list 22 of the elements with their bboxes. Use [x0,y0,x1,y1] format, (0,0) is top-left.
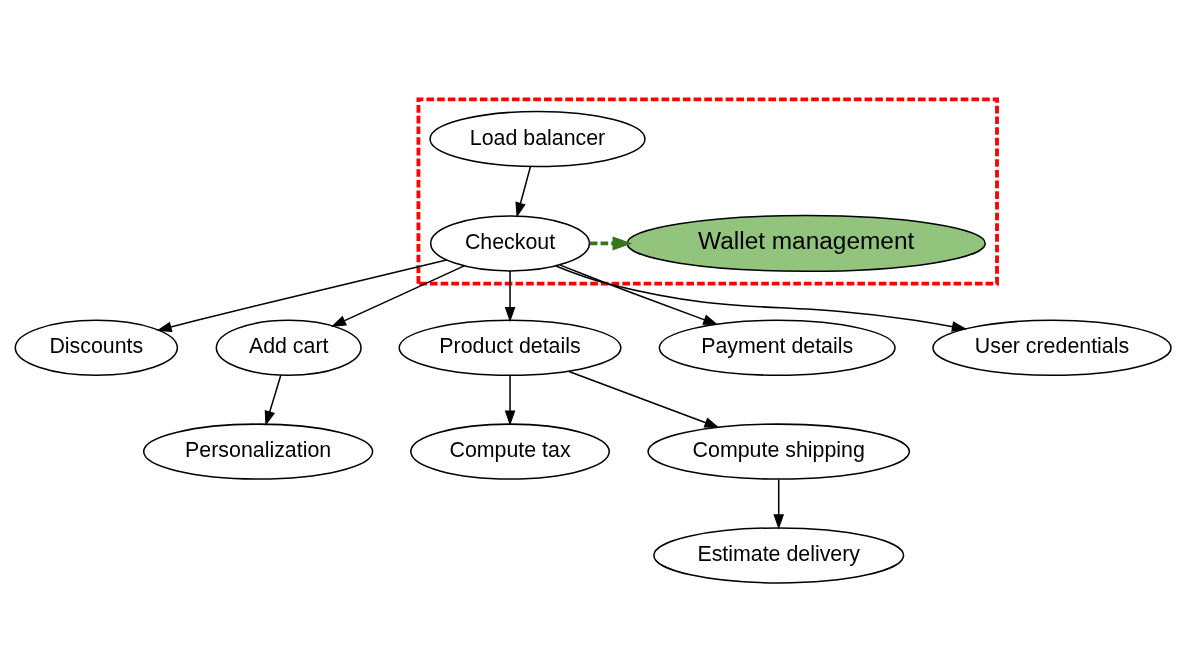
node-ellipse: Wallet management [626,214,986,272]
node-ellipse: Add cart [215,319,362,376]
arrow [330,264,465,327]
node-ellipse: Personalization [142,422,374,480]
arrow [773,478,785,530]
node-ellipse: Checkout [429,214,591,272]
node-ellipse: Estimate delivery [653,526,905,584]
arrow [504,374,516,426]
node-ellipse: Compute shipping [647,422,911,480]
arrow [504,269,516,322]
arrow [156,258,448,332]
arrow [264,374,282,426]
cluster [416,96,999,286]
arrow [558,263,719,325]
arrow [515,165,532,218]
node-ellipse: Compute tax [410,422,610,480]
arrow [589,235,633,250]
node-ellipse: Payment details [658,319,896,376]
arrow [568,370,720,428]
arrow [555,264,968,332]
node-ellipse: Product details [398,319,622,376]
node-ellipse: Load balancer [429,110,646,167]
